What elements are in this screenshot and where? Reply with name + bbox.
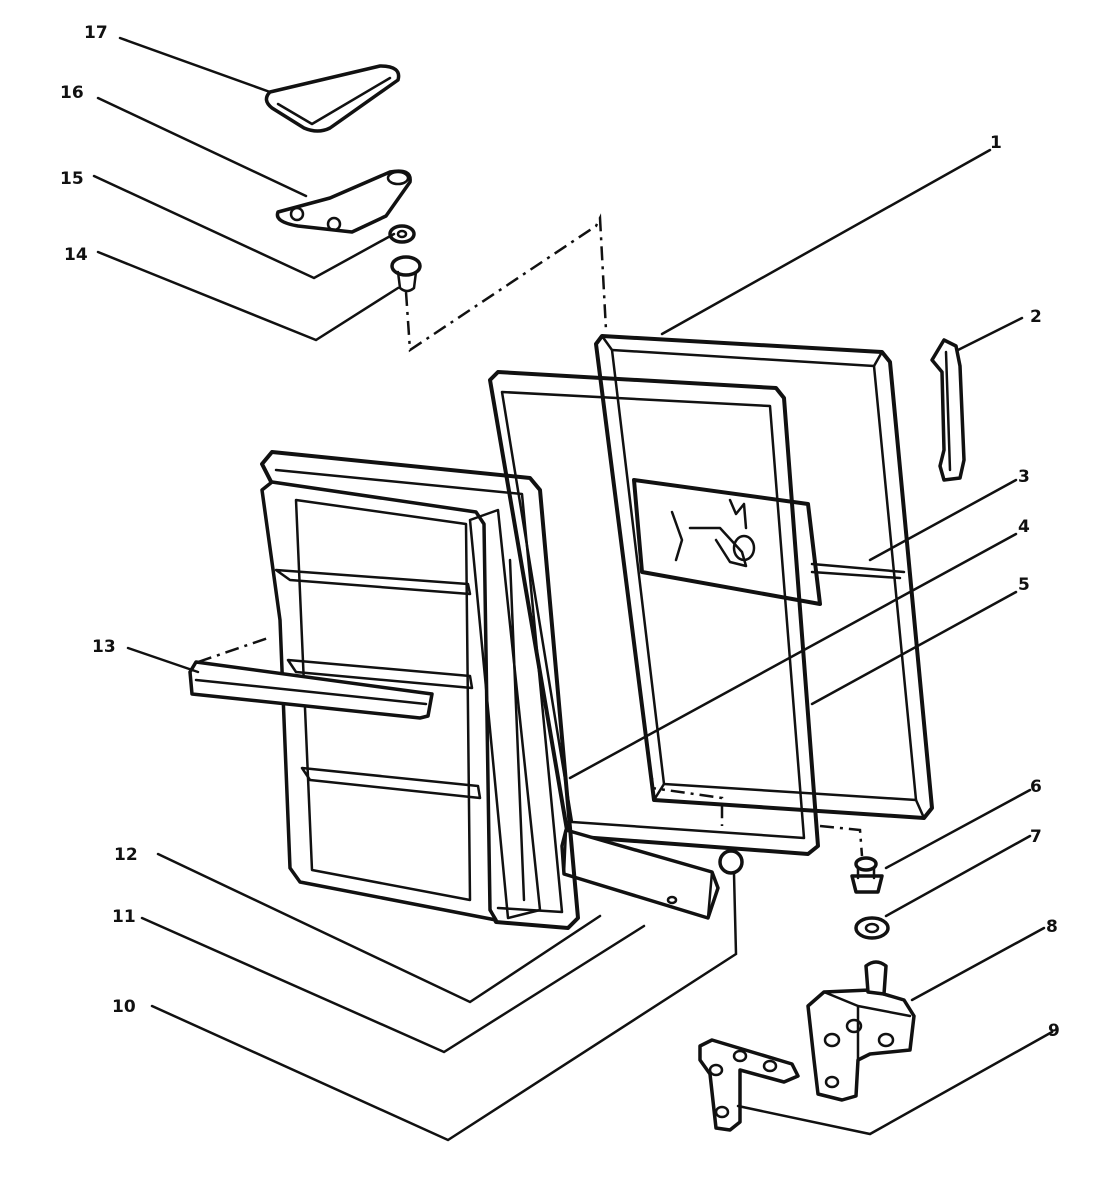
part-7-washer	[854, 916, 890, 940]
callout-17: 17	[84, 23, 108, 43]
callout-2: 2	[1030, 307, 1042, 327]
callout-9: 9	[1048, 1021, 1060, 1041]
part-12-bottom-trim	[560, 828, 720, 920]
callout-5: 5	[1018, 575, 1030, 595]
part-6-hinge-pin	[850, 856, 884, 894]
part-16-top-hinge	[275, 169, 412, 234]
callout-8: 8	[1046, 917, 1058, 937]
callout-7: 7	[1030, 827, 1042, 847]
part-1-outer-door-panel	[594, 334, 934, 820]
callout-6: 6	[1030, 777, 1042, 797]
part-10-lower-bushing	[718, 849, 744, 875]
callout-3: 3	[1018, 467, 1030, 487]
part-14-bushing	[390, 255, 422, 293]
part-2-handle	[930, 338, 966, 482]
leader-lines	[92, 36, 1054, 1142]
callout-1: 1	[990, 133, 1002, 153]
callout-16: 16	[60, 83, 84, 103]
part-8-lower-hinge	[806, 960, 916, 1102]
callout-4: 4	[1018, 517, 1030, 537]
part-5-door-gasket	[488, 370, 820, 856]
part-17-hinge-cover	[264, 64, 401, 133]
part-11-door-liner	[260, 450, 580, 930]
callout-labels: 17 16 15 14 1 2 3 4 5 6 7 8 9 13 12 11 1…	[60, 23, 1060, 1041]
callout-12: 12	[114, 845, 138, 865]
part-9-hinge-plate	[698, 1038, 800, 1132]
callout-13: 13	[92, 637, 116, 657]
part-13-door-shelf	[188, 660, 434, 720]
callout-10: 10	[112, 997, 136, 1017]
part-3-latch-assembly	[632, 478, 906, 606]
callout-11: 11	[112, 907, 136, 927]
callout-15: 15	[60, 169, 84, 189]
part-15-washer	[388, 224, 416, 244]
callout-14: 14	[64, 245, 88, 265]
